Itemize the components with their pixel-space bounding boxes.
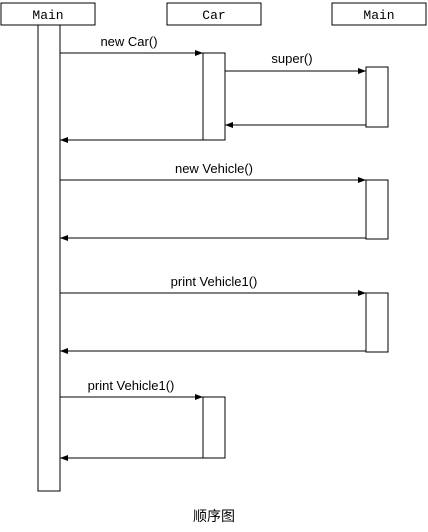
- message-print-vehicle1-car: print Vehicle1(): [60, 378, 203, 400]
- message-new-car: new Car(): [60, 34, 203, 56]
- activation-main-right-1: [365, 66, 389, 128]
- activation-car-2: [202, 396, 226, 459]
- diagram-caption: 顺序图: [193, 508, 235, 524]
- activation-car-1: [202, 52, 226, 141]
- activation-main-right-2: [365, 179, 389, 240]
- activation-main-right-3: [365, 292, 389, 353]
- message-label-print-vehicle1-car: print Vehicle1(): [88, 378, 175, 393]
- message-label-super: super(): [271, 51, 312, 66]
- lifeline-header-main-left: Main: [0, 2, 96, 26]
- message-label-print-vehicle1-right: print Vehicle1(): [171, 274, 258, 289]
- message-super: super(): [225, 51, 366, 74]
- message-new-vehicle: new Vehicle(): [60, 161, 366, 183]
- lifeline-label-main-right: Main: [363, 8, 394, 23]
- lifeline-header-car: Car: [166, 2, 262, 26]
- lifeline-label-car: Car: [202, 8, 225, 23]
- lifeline-header-main-right: Main: [331, 2, 427, 26]
- message-label-new-vehicle: new Vehicle(): [175, 161, 253, 176]
- activation-main-left: [37, 24, 61, 492]
- message-print-vehicle1-right: print Vehicle1(): [60, 274, 366, 296]
- lifeline-label-main-left: Main: [32, 8, 63, 23]
- message-label-new-car: new Car(): [100, 34, 157, 49]
